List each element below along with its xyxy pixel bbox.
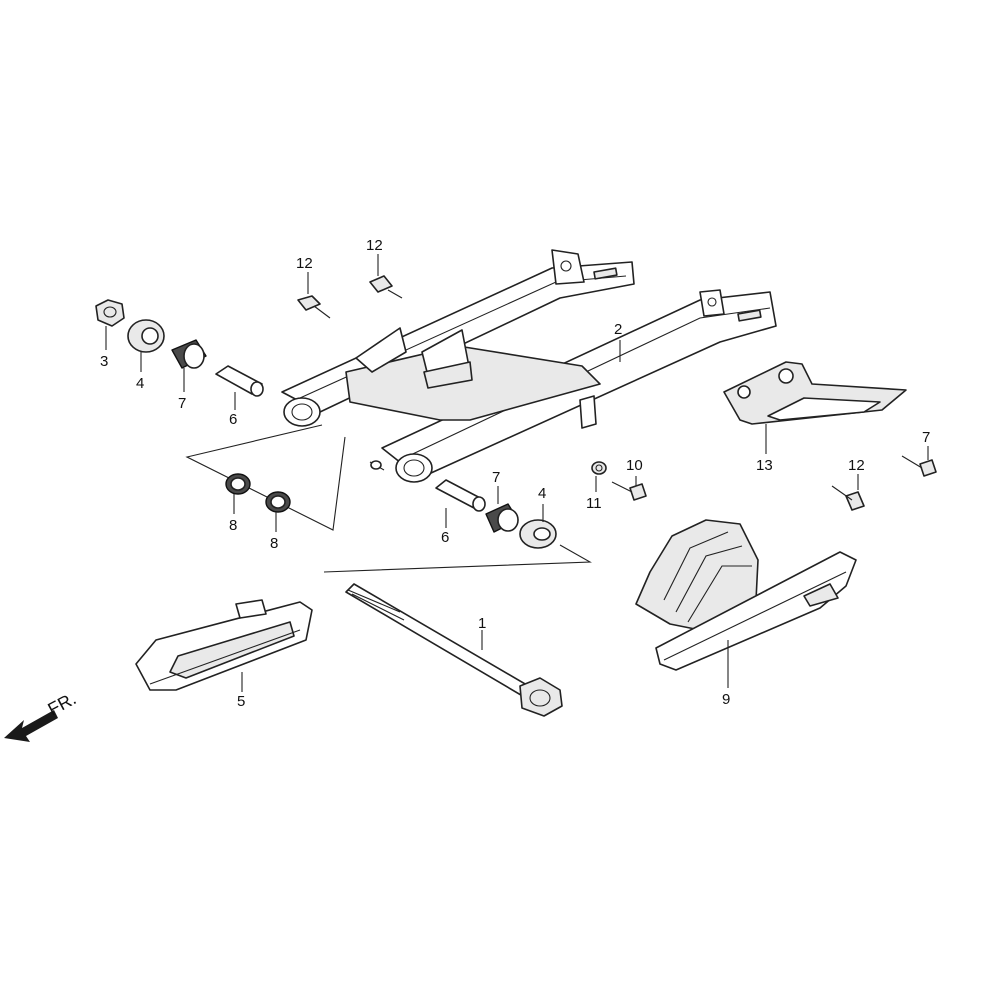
callout-11: 11	[586, 495, 602, 512]
callout-7-left: 7	[178, 395, 186, 412]
leader-lines	[105, 254, 929, 692]
callout-8-b: 8	[270, 535, 278, 552]
bearing-part-7-left	[171, 339, 207, 369]
callout-3: 3	[100, 353, 108, 370]
assembly-guide-lines	[185, 424, 592, 573]
callout-12-b: 12	[366, 237, 383, 254]
callout-4-right: 4	[538, 485, 546, 502]
callout-6-left: 6	[229, 411, 237, 428]
callout-6-right: 6	[441, 529, 449, 546]
callout-labels: 1 2 3 4 4 5 6 6 7 7 7 8 8 9 10 11 12 12 …	[100, 237, 930, 710]
callout-13: 13	[756, 457, 773, 474]
bolt-part-12-a	[297, 295, 331, 319]
callout-7-far-right: 7	[922, 429, 930, 446]
front-direction-indicator: FR.	[4, 688, 79, 742]
chain-slider-part-5	[135, 599, 313, 691]
bearing-part-7-right	[485, 503, 519, 533]
nut-part-3	[95, 299, 125, 327]
callout-12-a: 12	[296, 255, 313, 272]
arrow-left-down-icon	[4, 710, 58, 742]
bolt-part-12-b	[369, 275, 403, 299]
chain-case-part-9	[635, 519, 857, 671]
collar-part-6-left	[215, 365, 264, 397]
seal-part-8-a	[225, 473, 251, 495]
pivot-bolt-part-1	[345, 583, 563, 717]
bolt-part-12-c	[831, 485, 865, 511]
bolt-part-7-c	[901, 455, 937, 477]
washer-part-11	[591, 461, 607, 475]
chain-guide-part-13	[723, 361, 907, 425]
washer-part-4-right	[519, 519, 557, 549]
callout-7-right: 7	[492, 469, 500, 486]
swingarm-part	[281, 249, 777, 483]
callout-12-c: 12	[848, 457, 865, 474]
callout-1: 1	[478, 615, 486, 632]
seal-part-8-b	[265, 491, 291, 513]
callout-10: 10	[626, 457, 643, 474]
callout-9: 9	[722, 691, 730, 708]
callout-4-left: 4	[136, 375, 144, 392]
bolt-part-10	[611, 481, 647, 501]
collar-part-6-right	[435, 479, 486, 512]
callout-2: 2	[614, 321, 622, 338]
washer-part-4-left	[127, 319, 165, 353]
callout-5: 5	[237, 693, 245, 710]
callout-8-a: 8	[229, 517, 237, 534]
